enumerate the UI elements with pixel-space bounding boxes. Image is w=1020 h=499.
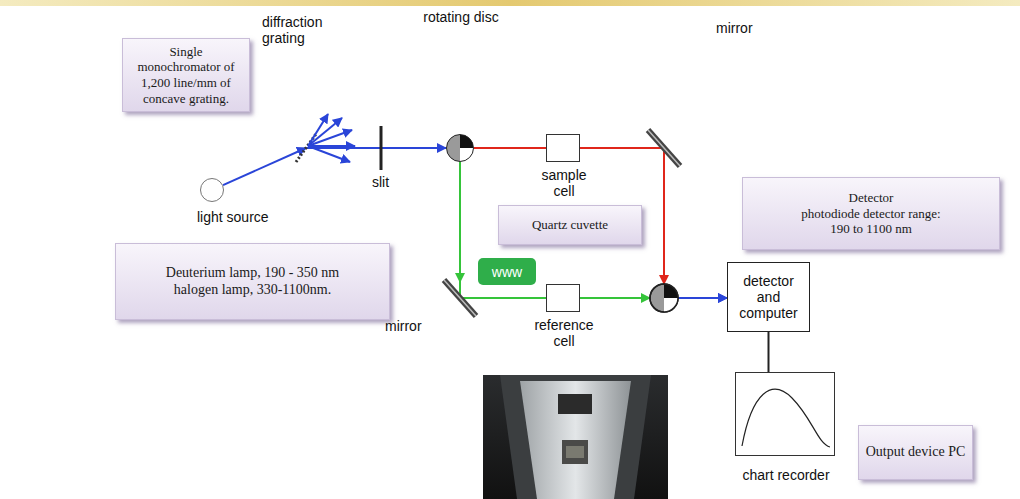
- beam-segment: [223, 148, 306, 185]
- node-text: Quartz cuvette: [532, 217, 608, 233]
- rotating-disc: rotating disc: [446, 134, 474, 162]
- node-text: Output device PC: [866, 444, 966, 461]
- beam-segment: [474, 147, 546, 149]
- chart-recorder: chart recorder: [735, 372, 835, 456]
- beam-segment: [678, 297, 727, 299]
- diffracted-rays: [308, 114, 355, 162]
- node-label: reference cell: [529, 317, 599, 349]
- beam-segment: [580, 297, 650, 299]
- light-beam: [768, 332, 769, 372]
- light-source: light source: [200, 178, 224, 202]
- node-text: detector and computer: [736, 273, 801, 321]
- mirror-symbol: [444, 280, 476, 316]
- beam-segment: [768, 332, 770, 372]
- spectrum-curve: [742, 389, 830, 447]
- callout-box: Single monochromator of 1,200 line/mm of…: [122, 38, 250, 112]
- part-label: mirror: [716, 20, 776, 36]
- light-beam: [474, 148, 546, 149]
- node-text: photodiode detector range: 190 to 1100 n…: [791, 206, 951, 237]
- part-label: mirror: [385, 318, 435, 334]
- light-beam: [223, 148, 446, 185]
- node-text: Single monochromator of 1,200 line/mm of…: [129, 44, 243, 106]
- sample-cell: sample cell: [546, 134, 580, 162]
- top-band: [0, 0, 1020, 6]
- callout-box: Deuterium lamp, 190 - 350 nm halogen lam…: [115, 243, 390, 320]
- part-label: slit: [372, 174, 404, 190]
- rotating-disc-symbol: [650, 284, 678, 312]
- beam-segment: [459, 162, 461, 282]
- node-label: light source: [197, 209, 297, 225]
- node-label: rotating disc: [406, 9, 516, 25]
- mirror-highlight: [444, 280, 476, 316]
- beam-segment: [306, 147, 446, 149]
- node-label: chart recorder: [726, 467, 846, 483]
- web-badge: www: [478, 258, 536, 285]
- reference-cell: reference cell: [546, 284, 580, 312]
- node-label: sample cell: [529, 167, 599, 199]
- part-label: diffraction grating: [262, 14, 342, 46]
- mirror-highlight: [648, 130, 680, 166]
- node-text: Deuterium lamp, 190 - 350 nm halogen lam…: [158, 265, 348, 299]
- mirror-symbol: [648, 130, 680, 166]
- callout-box: Output device PC: [858, 425, 973, 480]
- beam-segment: [678, 297, 727, 299]
- slit-symbol: [380, 126, 383, 170]
- node-text: Detector: [849, 190, 894, 206]
- detector-box: detector and computer: [727, 262, 810, 332]
- node-text: www: [492, 264, 522, 280]
- callout-box: Quartz cuvette: [498, 205, 642, 245]
- instrument-photo: [483, 375, 668, 499]
- callout-box: Detectorphotodiode detector range: 190 t…: [742, 177, 1000, 250]
